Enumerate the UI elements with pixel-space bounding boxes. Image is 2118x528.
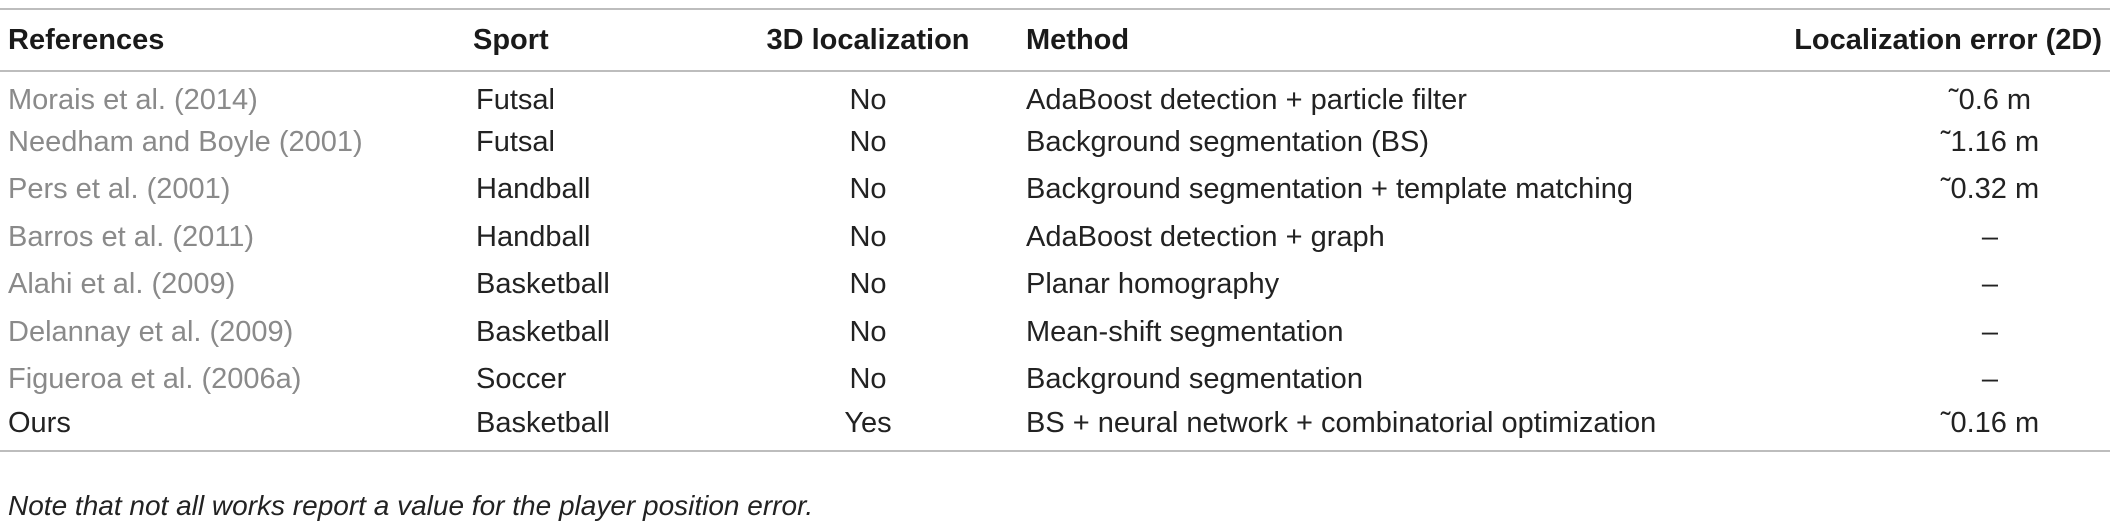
header-sport: Sport	[468, 8, 718, 72]
header-3d-localization: 3D localization	[718, 8, 1018, 72]
header-row: References Sport 3D localization Method …	[0, 8, 2110, 72]
method-cell: AdaBoost detection + graph	[1026, 220, 1385, 253]
localization-3d-cell: No	[849, 363, 887, 396]
sport-cell: Soccer	[476, 363, 567, 396]
header-localization-error: Localization error (2D)	[1770, 8, 2110, 72]
method-cell: Background segmentation	[1026, 363, 1363, 396]
header-method: Method	[1018, 8, 1770, 72]
sport-cell: Basketball	[476, 315, 610, 348]
error-cell: ˜0.6 m	[1948, 83, 2032, 116]
table-row: Pers et al. (2001) Handball No Backgroun…	[0, 166, 2110, 214]
table-body: Morais et al. (2014) Futsal No AdaBoost …	[0, 71, 2110, 452]
sport-cell: Basketball	[468, 403, 718, 452]
localization-3d-cell: Yes	[718, 403, 1018, 452]
reference-link[interactable]: Needham and Boyle (2001)	[8, 125, 363, 158]
reference-link[interactable]: Pers et al. (2001)	[8, 173, 231, 206]
method-cell: Mean-shift segmentation	[1026, 315, 1344, 348]
sport-cell: Futsal	[476, 125, 555, 158]
localization-3d-cell: No	[849, 220, 887, 253]
table-row: Ours Basketball Yes BS + neural network …	[0, 403, 2110, 452]
localization-3d-cell: No	[849, 125, 887, 158]
reference-link[interactable]: Alahi et al. (2009)	[8, 268, 236, 301]
sport-cell: Futsal	[476, 83, 555, 116]
header-references: References	[0, 8, 468, 72]
table-header: References Sport 3D localization Method …	[0, 8, 2110, 72]
method-cell: BS + neural network + combinatorial opti…	[1018, 403, 1770, 452]
comparison-table: References Sport 3D localization Method …	[0, 8, 2110, 452]
localization-3d-cell: No	[849, 173, 887, 206]
table-footnote: Note that not all works report a value f…	[8, 490, 814, 521]
error-cell: ˜1.16 m	[1940, 125, 2040, 158]
method-cell: Planar homography	[1026, 268, 1280, 301]
table-row: Morais et al. (2014) Futsal No AdaBoost …	[0, 71, 2110, 119]
localization-3d-cell: No	[849, 315, 887, 348]
reference-ours: Ours	[0, 403, 468, 452]
error-cell: –	[1981, 268, 1999, 301]
reference-link[interactable]: Delannay et al. (2009)	[8, 315, 294, 348]
comparison-table-container: References Sport 3D localization Method …	[0, 8, 2110, 452]
method-cell: AdaBoost detection + particle filter	[1026, 83, 1467, 116]
error-cell: –	[1981, 363, 1999, 396]
reference-link[interactable]: Morais et al. (2014)	[8, 83, 258, 116]
sport-cell: Basketball	[476, 268, 610, 301]
error-cell: –	[1981, 220, 1999, 253]
table-row: Alahi et al. (2009) Basketball No Planar…	[0, 261, 2110, 309]
reference-link[interactable]: Barros et al. (2011)	[8, 220, 255, 253]
localization-3d-cell: No	[849, 268, 887, 301]
sport-cell: Handball	[476, 220, 591, 253]
table-row: Barros et al. (2011) Handball No AdaBoos…	[0, 214, 2110, 262]
table-row: Needham and Boyle (2001) Futsal No Backg…	[0, 119, 2110, 167]
error-cell: ˜0.16 m	[1770, 403, 2110, 452]
table-row: Delannay et al. (2009) Basketball No Mea…	[0, 309, 2110, 357]
reference-link[interactable]: Figueroa et al. (2006a)	[8, 363, 302, 396]
error-cell: –	[1981, 315, 1999, 348]
method-cell: Background segmentation + template match…	[1026, 173, 1633, 206]
sport-cell: Handball	[476, 173, 591, 206]
localization-3d-cell: No	[849, 83, 887, 116]
method-cell: Background segmentation (BS)	[1026, 125, 1429, 158]
error-cell: ˜0.32 m	[1940, 173, 2040, 206]
table-row: Figueroa et al. (2006a) Soccer No Backgr…	[0, 356, 2110, 404]
